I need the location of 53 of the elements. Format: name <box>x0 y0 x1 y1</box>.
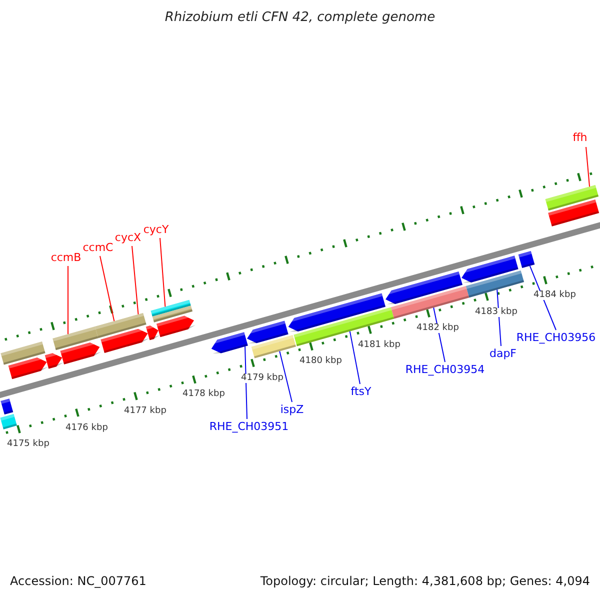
scale-label: 4180 kbp <box>298 357 343 366</box>
gene-bar <box>390 286 470 319</box>
gene-feature <box>146 326 160 340</box>
gene-label: cycY <box>143 224 169 235</box>
gene-bar <box>0 342 46 365</box>
gene-bar <box>0 414 17 430</box>
gene-bar <box>52 326 98 350</box>
gene-bar <box>548 200 600 226</box>
gene-bar <box>150 300 191 317</box>
genome-info-text: Topology: circular; Length: 4,381,608 bp; Genes: 4,094 <box>260 575 590 587</box>
leader-line <box>132 246 139 315</box>
gene-bar <box>94 312 146 338</box>
gene-label: RHE_CH03954 <box>405 364 485 375</box>
leader-line <box>244 346 248 420</box>
leader-line <box>496 289 502 346</box>
gene-label: dapF <box>489 348 517 359</box>
gene-feature <box>246 320 288 344</box>
gene-feature <box>100 328 150 353</box>
scale-label: 4182 kbp <box>416 324 460 334</box>
scale-label: 4176 kbp <box>64 424 109 433</box>
gene-label: ftsY <box>350 386 372 397</box>
scale-label: 4175 kbp <box>6 440 50 450</box>
scale-label: 4183 kbp <box>474 308 518 317</box>
leader-line <box>529 265 556 330</box>
leader-line <box>100 256 115 322</box>
scale-label: 4181 kbp <box>357 340 402 350</box>
gene-feature <box>287 293 386 332</box>
gene-bar <box>251 335 296 358</box>
gene-label: cycX <box>114 232 142 243</box>
scale-label: 4179 kbp <box>240 374 284 383</box>
gene-feature <box>44 353 64 369</box>
leader-line <box>349 330 360 384</box>
gene-feature <box>460 256 518 283</box>
gene-feature <box>210 332 248 354</box>
gene-label: ispZ <box>280 404 304 415</box>
gene-label: RHE_CH03951 <box>209 421 289 432</box>
gene-bar <box>0 398 14 415</box>
gene-label: RHE_CH03956 <box>516 332 596 343</box>
gene-bar <box>545 184 599 211</box>
gene-label: ccmB <box>50 252 82 263</box>
leader-line <box>279 350 292 402</box>
gene-feature <box>384 271 462 304</box>
scale-label: 4184 kbp <box>532 291 577 300</box>
leader-line <box>586 146 590 188</box>
title: Rhizobium etli CFN 42, complete genome <box>164 11 436 24</box>
scale-label: 4178 kbp <box>182 390 226 400</box>
accession-text: Accession: NC_007761 <box>10 575 146 587</box>
scale-label: 4177 kbp <box>123 407 168 416</box>
gene-bar <box>152 306 193 322</box>
gene-bar <box>518 251 535 268</box>
gene-label: ccmC <box>82 242 114 253</box>
gene-bar <box>466 270 524 298</box>
gene-label: ffh <box>572 132 588 143</box>
